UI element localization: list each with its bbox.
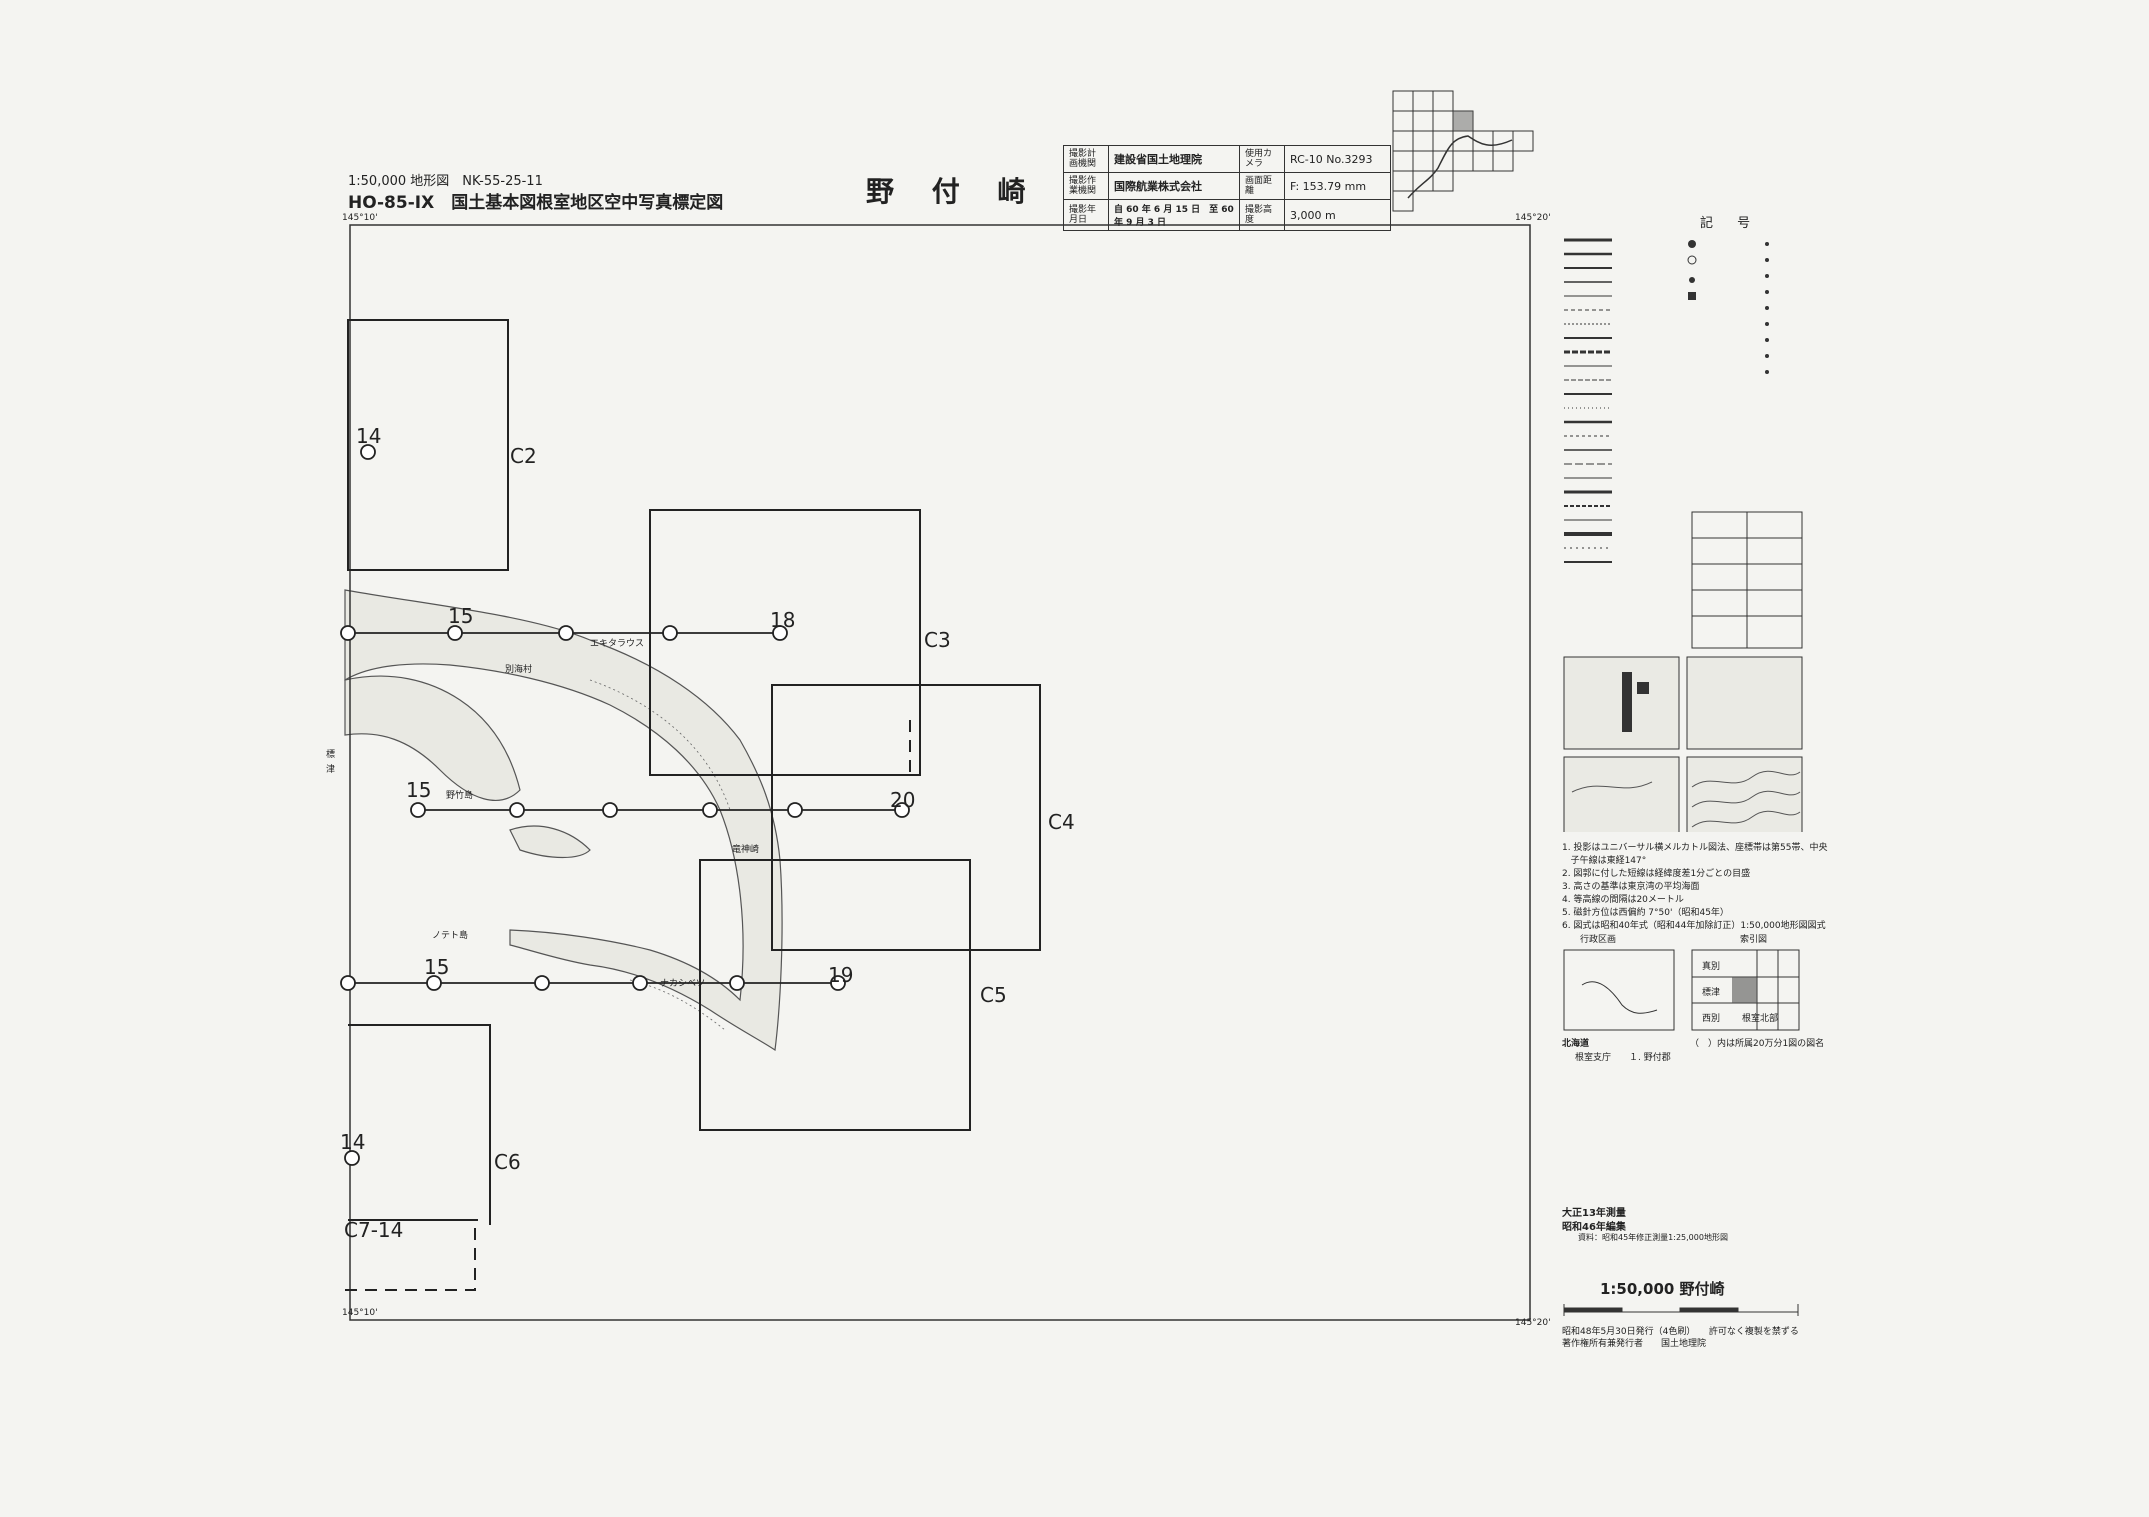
photo-info-table: 撮影計画機関 建設省国土地理院 使用カメラ RC-10 No.3293 撮影作業…	[1063, 145, 1391, 231]
info-org: 国際航業株式会社	[1108, 172, 1240, 200]
photo-label: 14	[356, 424, 382, 448]
info-value: RC-10 No.3293	[1284, 145, 1391, 173]
place-name: 野竹島	[446, 791, 474, 801]
index-title: 索引図	[1740, 935, 1768, 945]
coord-tl: 145°10'	[342, 213, 378, 223]
info-value: F: 153.79 mm	[1284, 172, 1391, 200]
photo-label: 15	[424, 955, 450, 979]
admin-index-maps	[1563, 949, 1800, 1031]
index-grid-icon	[1392, 90, 1534, 212]
photo-label: 14	[340, 1130, 366, 1154]
coord-bl: 145°10'	[342, 1308, 378, 1318]
photo-label: 19	[828, 963, 854, 987]
photo-label: 15	[448, 604, 474, 628]
scale-title: 1:50,000 野付崎	[1600, 1280, 1725, 1298]
scale-line: 1:50,000 地形図 NK-55-25-11	[348, 174, 543, 189]
legend-notes: 1. 投影はユニバーサル横メルカトル図法、座標帯は第55帯、中央 子午線は東経1…	[1562, 843, 1828, 931]
place-name: 別海村	[505, 665, 533, 675]
photo-label: 15	[406, 778, 432, 802]
course-label: C2	[510, 444, 537, 468]
publisher: 著作権所有兼発行者 国土地理院	[1562, 1339, 1707, 1349]
place-name: 竜神崎	[732, 845, 760, 855]
legend-symbols	[1563, 238, 1803, 832]
info-org: 建設省国土地理院	[1108, 145, 1240, 173]
course-label: C7-14	[344, 1218, 404, 1242]
sub-region: 根室支庁 １. 野付郡	[1575, 1053, 1671, 1063]
course-label: C6	[494, 1150, 521, 1174]
index-note: （ ）内は所属20万分1図の図名	[1690, 1039, 1825, 1049]
side-label: 標津	[326, 750, 336, 775]
course-label: C5	[980, 983, 1007, 1007]
coord-tr: 145°20'	[1515, 213, 1551, 223]
legend-title: 記 号	[1700, 216, 1761, 231]
flight-index-map	[340, 224, 1531, 1321]
place-name: エキタラウス	[590, 639, 645, 649]
photo-label: 20	[890, 788, 916, 812]
publish-note: 昭和48年5月30日発行（4色刷） 許可なく複製を禁ずる	[1562, 1327, 1799, 1337]
scale-bar	[1563, 1304, 1799, 1316]
admin-title: 行政区画	[1580, 935, 1617, 945]
index-cell: 根室北部	[1742, 1014, 1779, 1024]
compile-year: 昭和46年編集	[1562, 1222, 1626, 1233]
index-cell: 西別	[1702, 1014, 1721, 1024]
info-label: 撮影計画機関	[1063, 145, 1109, 173]
course-label: C4	[1048, 810, 1075, 834]
photo-label: 18	[770, 608, 796, 632]
info-label: 撮影作業機関	[1063, 172, 1109, 200]
course-label: C3	[924, 628, 951, 652]
source-note: 資料：昭和45年修正測量1:25,000地形図	[1578, 1233, 1728, 1242]
survey-year: 大正13年測量	[1562, 1208, 1626, 1219]
place-name: ノテト島	[432, 931, 469, 941]
index-cell: 真別	[1702, 962, 1721, 972]
place-name: ナカシベツ	[660, 979, 706, 989]
series-title: HO-85-IX 国土基本図根室地区空中写真標定図	[348, 193, 724, 213]
info-label: 使用カメラ	[1239, 145, 1285, 173]
region: 北海道	[1562, 1039, 1590, 1049]
info-label: 画面距離	[1239, 172, 1285, 200]
coord-br: 145°20'	[1515, 1318, 1551, 1328]
sheet-title: 野 付 崎	[866, 175, 1040, 208]
index-cell: 標津	[1702, 988, 1721, 998]
